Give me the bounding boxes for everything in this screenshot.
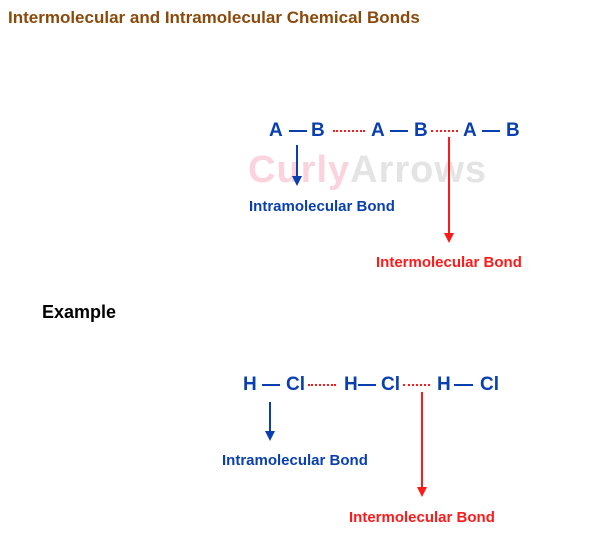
- atom: H: [437, 374, 451, 395]
- page-title: Intermolecular and Intramolecular Chemic…: [8, 8, 420, 27]
- covalent-bond: [390, 130, 408, 132]
- arrow-down-icon: [444, 233, 454, 243]
- atom: H: [344, 374, 358, 395]
- inter-arrow-shaft: [421, 392, 423, 488]
- atom: Cl: [480, 374, 499, 395]
- intermolecular-label: Intermolecular Bond: [349, 509, 495, 526]
- atom: Cl: [286, 374, 305, 395]
- atom: A: [371, 120, 385, 141]
- covalent-bond: [262, 384, 280, 386]
- example-heading: Example: [42, 302, 117, 322]
- atom: A: [269, 120, 283, 141]
- atom: B: [506, 120, 520, 141]
- atom: A: [463, 120, 477, 141]
- arrow-down-icon: [265, 431, 275, 441]
- inter-arrow-shaft: [448, 137, 450, 233]
- intermolecular-bond-dots: [431, 130, 458, 132]
- intramolecular-label: Intramolecular Bond: [249, 198, 395, 215]
- covalent-bond: [358, 384, 376, 386]
- watermark-logo: CurlyArrows: [248, 150, 487, 190]
- intermolecular-bond-dots: [308, 384, 336, 386]
- intermolecular-bond-dots: [333, 130, 365, 132]
- intra-arrow-shaft: [296, 145, 298, 177]
- intramolecular-label: Intramolecular Bond: [222, 452, 368, 469]
- atom: H: [243, 374, 257, 395]
- covalent-bond: [289, 130, 307, 132]
- intra-arrow-shaft: [269, 402, 271, 432]
- arrow-down-icon: [292, 176, 302, 186]
- atom: B: [311, 120, 325, 141]
- atom: Cl: [381, 374, 400, 395]
- watermark-part2: Arrows: [350, 149, 488, 191]
- intermolecular-label: Intermolecular Bond: [376, 254, 522, 271]
- atom: B: [414, 120, 428, 141]
- covalent-bond: [454, 384, 473, 386]
- arrow-down-icon: [417, 487, 427, 497]
- intermolecular-bond-dots: [403, 384, 430, 386]
- covalent-bond: [482, 130, 500, 132]
